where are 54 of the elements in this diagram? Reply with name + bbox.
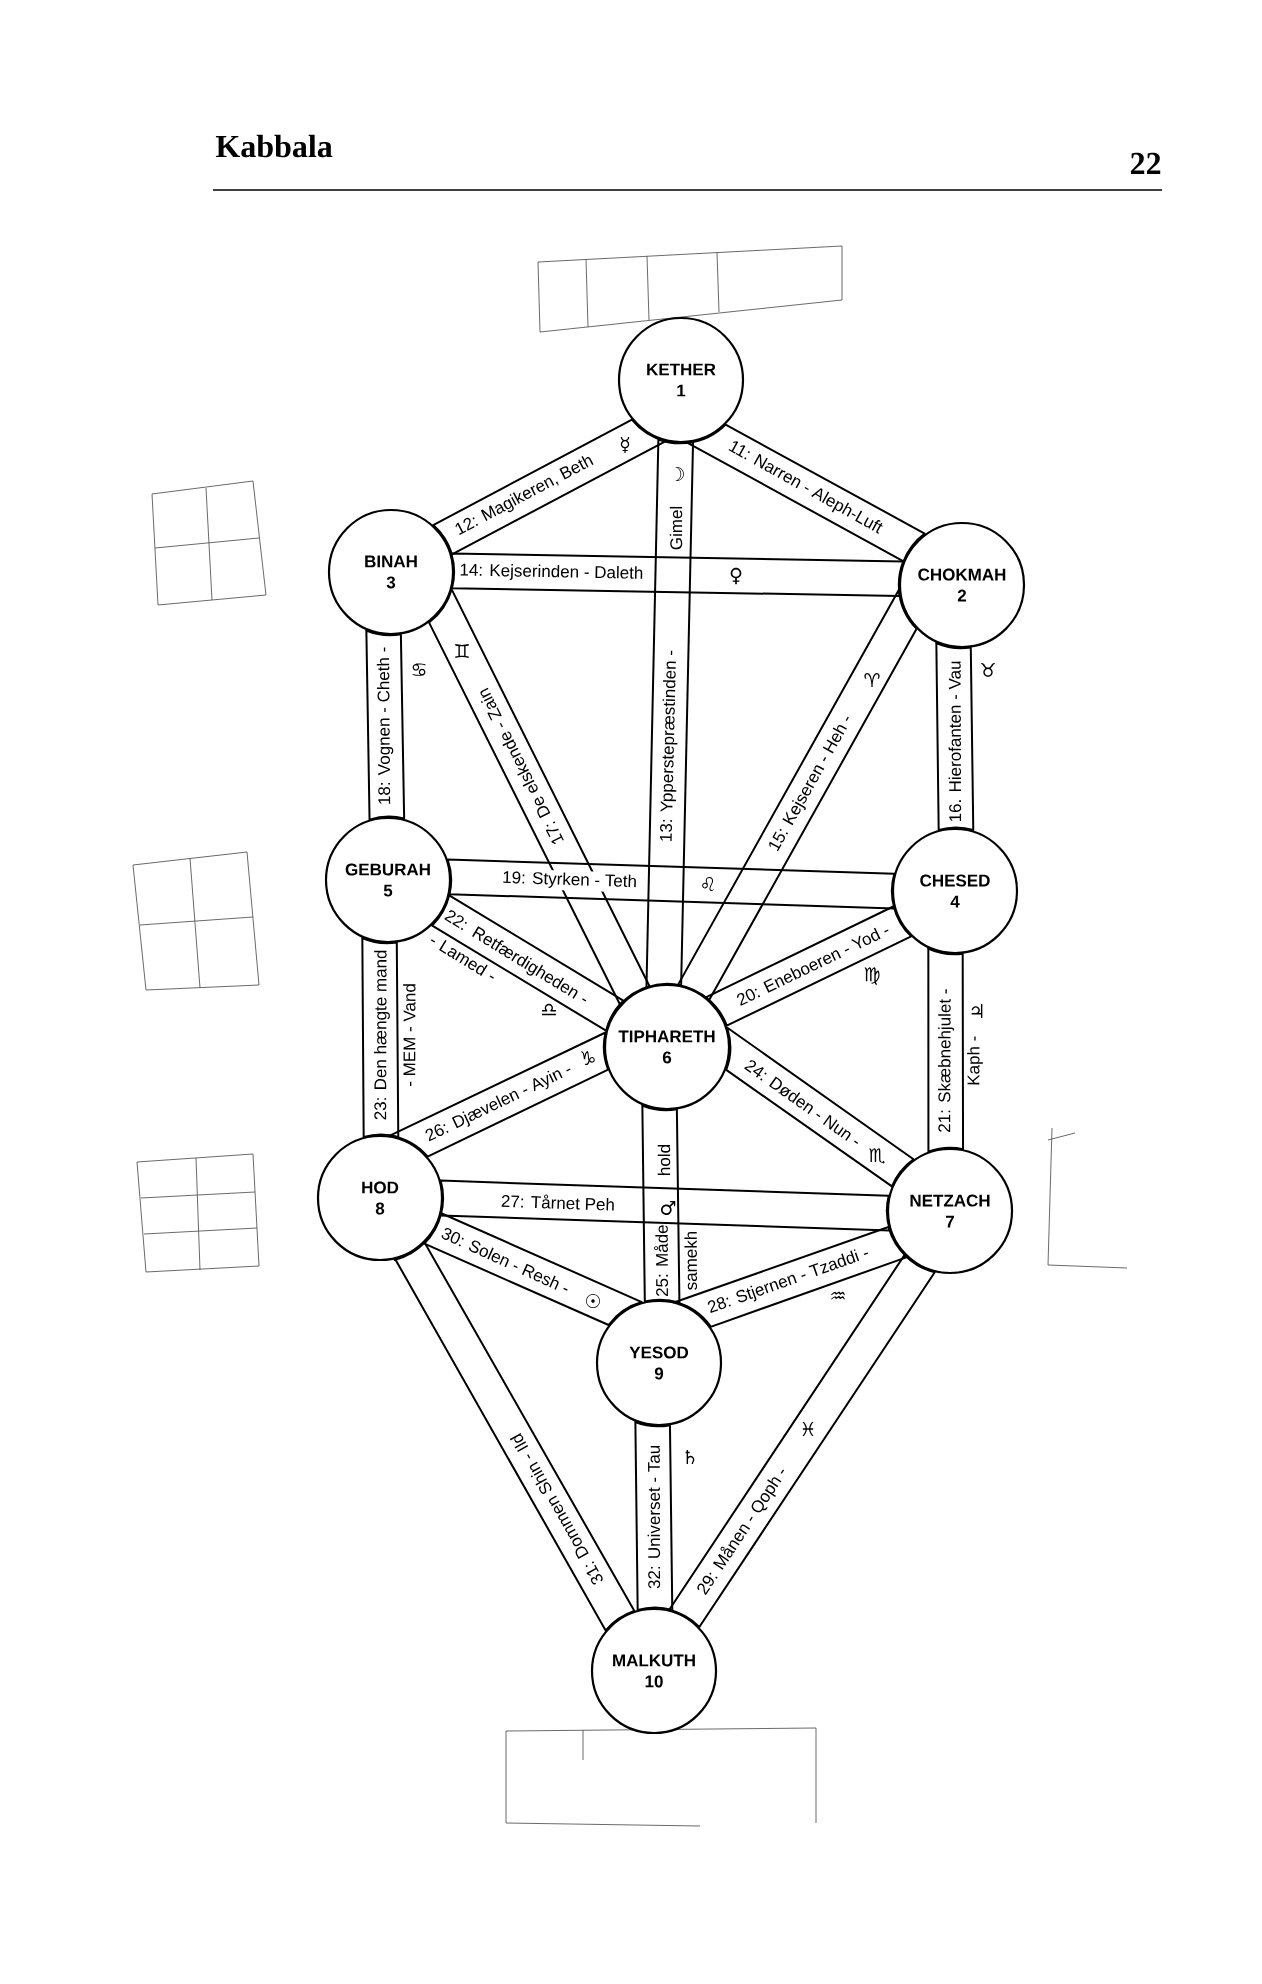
circle-node: CHESED 4 <box>891 827 1019 955</box>
page-heading: Kabbala <box>215 134 333 158</box>
path-band <box>439 1179 891 1232</box>
path-band <box>430 894 625 1032</box>
path-band <box>361 936 400 1139</box>
path-band <box>446 858 896 910</box>
edge-label: 23: Den hængte mand - MEM - Vand <box>373 950 416 1120</box>
edge-label: 16. Hierofanten - Vau <box>946 658 964 825</box>
path-band <box>422 1212 643 1327</box>
astrological-symbol: ♌ <box>702 877 714 891</box>
path-band <box>686 423 926 563</box>
edge-label: 25: Måde samekh <box>654 1225 698 1296</box>
astrological-symbol: ♎ <box>542 1003 556 1016</box>
edge-label: 13: Ypperstepræstinden - <box>657 647 682 845</box>
path-text: hold <box>657 1145 671 1175</box>
path-band <box>935 641 975 832</box>
astrological-symbol: ♀ <box>730 567 742 585</box>
edge-label: 18: Vognen - Cheth - <box>374 644 396 808</box>
astrological-symbol: ♃ <box>971 1004 983 1018</box>
path-band <box>388 1031 610 1158</box>
circle-node: BINAH 3 <box>327 508 455 636</box>
path-band <box>427 588 651 1006</box>
circle-node: TIPHARETH 6 <box>603 983 731 1111</box>
astrological-symbol: ☽ <box>675 467 684 481</box>
astrological-symbol: ♄ <box>685 1450 695 1464</box>
path-band <box>724 1026 915 1188</box>
edge-label: 19: Styrken - Teth <box>499 868 640 893</box>
path-band <box>668 1253 936 1629</box>
page-number: 22 <box>1130 152 1161 174</box>
path-band <box>674 1226 908 1328</box>
edge-label: 14: Kejserinden - Daleth <box>457 561 646 585</box>
path-band <box>634 1420 674 1612</box>
astrological-symbol: ♍ <box>864 967 880 985</box>
circle-node: NETZACH 7 <box>886 1147 1014 1275</box>
astrological-symbol: ♋ <box>412 663 426 676</box>
path-band <box>365 629 406 821</box>
edge-label: 27: Tårnet Peh <box>498 1191 618 1213</box>
path-band <box>393 1241 636 1632</box>
edge-label: 32: Universet - Tau <box>645 1442 663 1592</box>
astrological-symbol: ♓ <box>802 1422 814 1436</box>
circle-node: MALKUTH 10 <box>590 1607 718 1735</box>
circle-node: CHOKMAH 2 <box>898 521 1026 649</box>
path-band <box>927 947 965 1153</box>
astrological-symbol: ♈ <box>864 673 880 687</box>
path-band <box>676 588 918 1001</box>
path-band <box>641 1104 681 1304</box>
astrological-symbol: ♊ <box>455 644 469 658</box>
path-text: Gimel <box>669 506 683 550</box>
astrological-symbol: ♂ <box>661 1201 676 1215</box>
path-band <box>450 552 905 597</box>
path-band <box>704 905 913 1027</box>
astrological-symbol: ♒ <box>831 1291 845 1300</box>
path-band <box>645 437 695 989</box>
path-band <box>432 418 667 556</box>
